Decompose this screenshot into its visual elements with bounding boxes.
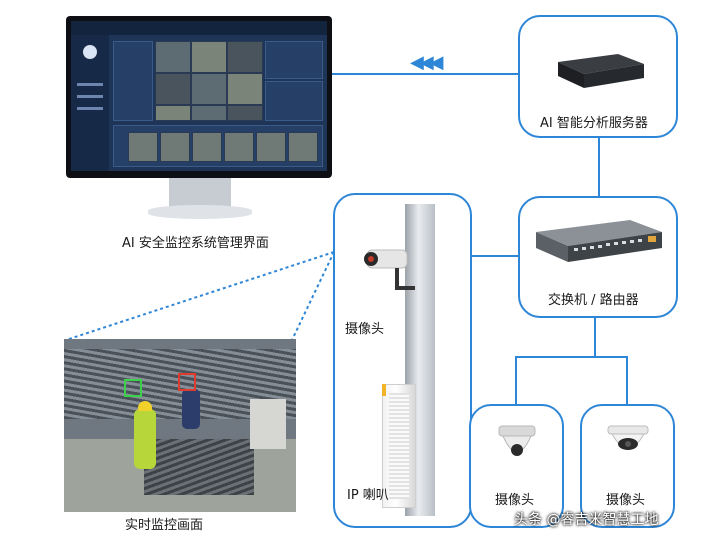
camera-feed [155, 41, 191, 73]
connector-cam2 [626, 356, 628, 404]
server-label: AI 智能分析服务器 [540, 116, 648, 131]
monitor-stand-neck [169, 178, 231, 208]
forklift [250, 399, 286, 449]
data-flow-arrows: ◀◀◀ [410, 52, 443, 73]
live-monitoring-label: 实时监控画面 [125, 518, 204, 533]
dome-camera-label: 摄像头 [495, 493, 535, 508]
sidebar-item [77, 107, 103, 110]
turret-camera-icon [607, 425, 649, 450]
worker-helmet [138, 401, 152, 411]
screen-topbar [71, 21, 327, 35]
bullet-camera-icon [364, 249, 415, 290]
snapshot-thumbnail [288, 132, 318, 162]
stats-panel [265, 81, 323, 121]
ip-speaker-label: IP 喇叭 [347, 488, 389, 503]
speaker-grille [389, 393, 409, 499]
server-icon [558, 54, 644, 88]
screen-sidebar [71, 35, 109, 171]
connector-server-switch [598, 138, 600, 196]
snapshot-thumbnail [256, 132, 286, 162]
snapshot-strip [113, 125, 323, 167]
management-ui-screen [71, 21, 327, 171]
turret-camera-box [580, 404, 675, 528]
switch-label: 交换机 / 路由器 [548, 293, 639, 308]
camera-feed [227, 105, 263, 121]
camera-feed [155, 105, 191, 121]
camera-feed [191, 41, 227, 73]
connector-switch-down [594, 318, 596, 358]
connector-cam1 [515, 356, 517, 404]
connector-switch-pole [472, 255, 518, 257]
camera-feed [191, 105, 227, 121]
snapshot-thumbnail [224, 132, 254, 162]
worker [182, 389, 200, 429]
snapshot-thumbnail [160, 132, 190, 162]
monitor-stand-base [148, 205, 252, 219]
turret-camera-label: 摄像头 [606, 493, 646, 508]
view-cone-lines [65, 251, 335, 341]
sidebar-item [77, 83, 103, 86]
connector-monitor-server [332, 73, 518, 75]
pole-camera-label: 摄像头 [345, 322, 385, 337]
sidebar-item [77, 95, 103, 98]
speaker-accent [382, 384, 386, 396]
user-avatar [83, 45, 97, 59]
camera-feed [227, 41, 263, 73]
ui-label: AI 安全监控系统管理界面 [122, 236, 269, 251]
watermark: 头条 @睿吉米智慧工地 [514, 512, 659, 528]
detection-box [178, 373, 196, 391]
snapshot-thumbnail [128, 132, 158, 162]
camera-feed [191, 73, 227, 105]
switch-icon [536, 220, 662, 262]
live-monitoring-photo [64, 339, 296, 512]
snapshot-thumbnail [192, 132, 222, 162]
camera-feed [227, 73, 263, 105]
connector-horizontal-cams [515, 356, 627, 358]
worker [134, 409, 156, 469]
monitor [66, 16, 332, 178]
rebar-bundle [144, 439, 254, 495]
ip-speaker-icon [382, 384, 416, 508]
stats-panel [265, 41, 323, 79]
dome-camera-box [469, 404, 564, 528]
dome-camera-icon [498, 425, 536, 456]
camera-feed [155, 73, 191, 105]
alert-list-panel [113, 41, 153, 121]
detection-box [124, 379, 142, 397]
